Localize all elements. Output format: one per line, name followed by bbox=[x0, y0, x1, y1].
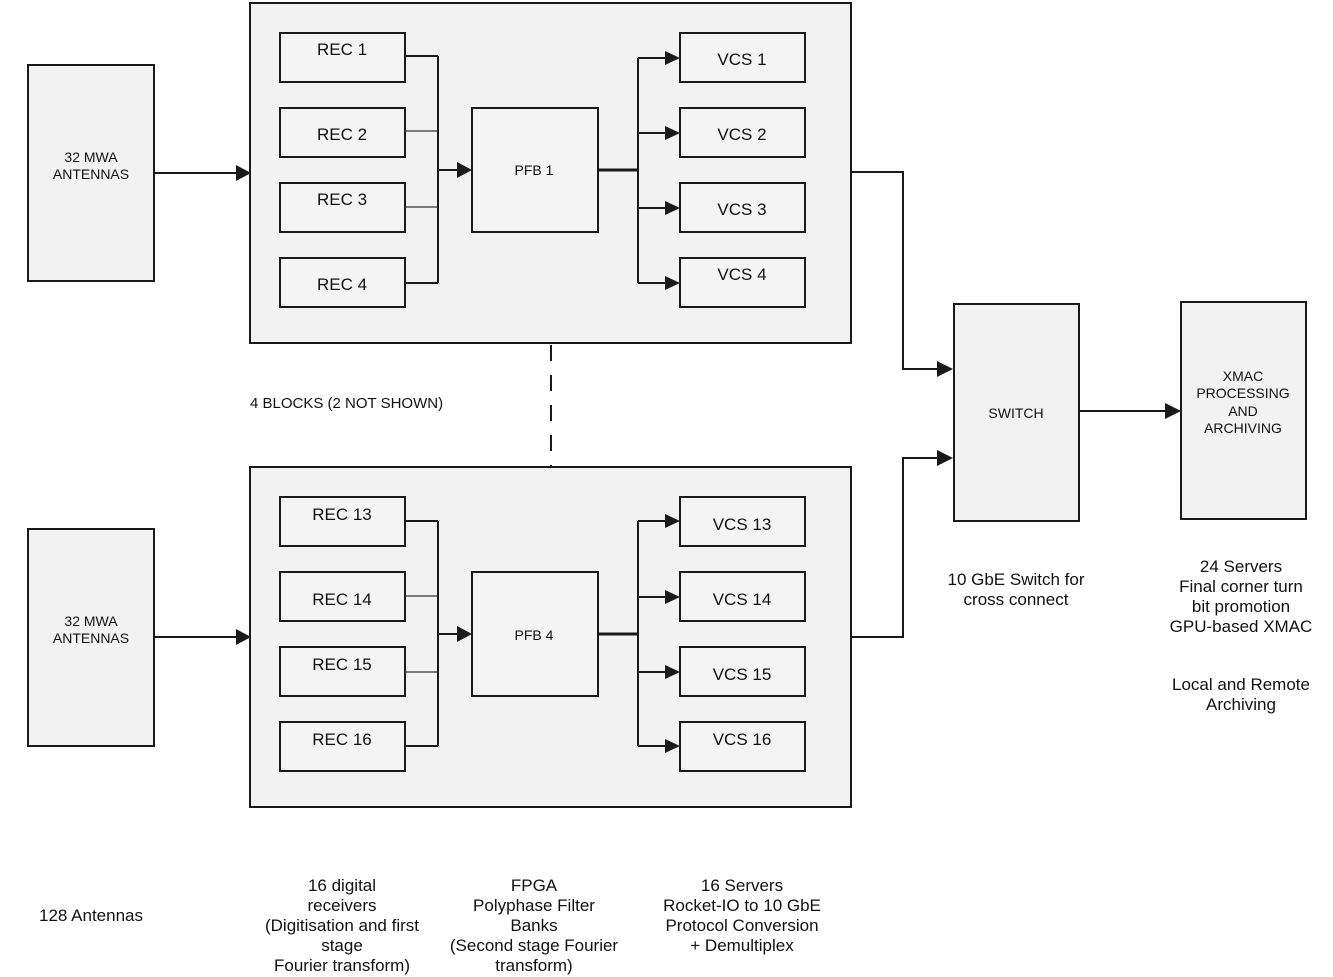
vcs-label: VCS 4 bbox=[717, 265, 766, 284]
antennas-label-top-line2: ANTENNAS bbox=[53, 166, 129, 182]
vcs-box bbox=[679, 182, 806, 233]
xmac-caption-line: Final corner turn bbox=[1179, 577, 1303, 596]
pfb-label: PFB 4 bbox=[515, 627, 554, 643]
switch-box bbox=[953, 303, 1080, 522]
vcs-box bbox=[679, 646, 806, 697]
servers-caption-line: 16 Servers bbox=[701, 876, 783, 895]
arrowhead-icon bbox=[665, 51, 680, 65]
receiver-label: REC 15 bbox=[312, 655, 372, 674]
archiving-caption-line: Local and Remote bbox=[1172, 675, 1310, 694]
receiver-label: REC 2 bbox=[317, 125, 367, 144]
servers-caption-line: Protocol Conversion bbox=[665, 916, 818, 935]
arrowhead-icon bbox=[665, 276, 680, 290]
xmac-box bbox=[1180, 301, 1307, 520]
vcs-label: VCS 1 bbox=[717, 50, 766, 69]
antennas-label-bottom-line2: ANTENNAS bbox=[53, 630, 129, 646]
arrowhead-icon bbox=[457, 626, 472, 642]
fpga-caption-line: transform) bbox=[495, 956, 572, 975]
xmac-label-line: PROCESSING bbox=[1196, 385, 1289, 401]
arrowhead-icon bbox=[236, 165, 251, 181]
arrowhead-icon bbox=[665, 665, 680, 679]
receiver-label: REC 14 bbox=[312, 590, 372, 609]
arrowhead-icon bbox=[457, 162, 472, 178]
receiver-label: REC 1 bbox=[317, 40, 367, 59]
receiver-box bbox=[279, 571, 406, 622]
antennas-caption: 128 Antennas bbox=[39, 906, 143, 925]
vcs-label: VCS 15 bbox=[713, 665, 772, 684]
servers-caption-line: + Demultiplex bbox=[690, 936, 794, 955]
vcs-label: VCS 14 bbox=[713, 590, 772, 609]
receivers-caption-line: (Digitisation and first bbox=[265, 916, 419, 935]
xmac-caption-line: 24 Servers bbox=[1200, 557, 1282, 576]
receiver-label: REC 16 bbox=[312, 730, 372, 749]
receiver-box bbox=[279, 107, 406, 158]
vcs-box bbox=[679, 107, 806, 158]
fpga-caption-line: Polyphase Filter bbox=[473, 896, 595, 915]
block-bottom-to-switch-connector bbox=[851, 457, 938, 638]
blocks-note: 4 BLOCKS (2 NOT SHOWN) bbox=[250, 395, 443, 412]
receiver-box bbox=[279, 646, 406, 697]
xmac-label-line: XMAC bbox=[1223, 368, 1263, 384]
xmac-label-line: ARCHIVING bbox=[1204, 420, 1282, 436]
switch-caption-line: 10 GbE Switch for bbox=[947, 570, 1084, 589]
antennas-box-bottom bbox=[27, 528, 155, 747]
antennas-label-top-line1: 32 MWA bbox=[64, 149, 118, 165]
receiver-label: REC 3 bbox=[317, 190, 367, 209]
fpga-caption-line: Banks bbox=[510, 916, 557, 935]
vcs-box bbox=[679, 32, 806, 83]
vcs-box bbox=[679, 571, 806, 622]
antennas-box-top bbox=[27, 64, 155, 282]
pfb-box bbox=[471, 107, 599, 233]
arrowhead-icon bbox=[937, 361, 953, 377]
arrowhead-icon bbox=[236, 629, 251, 645]
receivers-caption-line: stage bbox=[321, 936, 363, 955]
servers-caption-line: Rocket-IO to 10 GbE bbox=[663, 896, 821, 915]
arrowhead-icon bbox=[665, 201, 680, 215]
receivers-caption-line: 16 digital bbox=[308, 876, 376, 895]
vcs-box bbox=[679, 496, 806, 547]
vcs-label: VCS 2 bbox=[717, 125, 766, 144]
switch-caption-line: cross connect bbox=[964, 590, 1069, 609]
receiver-box bbox=[279, 32, 406, 83]
xmac-caption-line: bit promotion bbox=[1192, 597, 1290, 616]
receiver-label: REC 13 bbox=[312, 505, 372, 524]
receivers-caption-line: Fourier transform) bbox=[274, 956, 410, 975]
receiver-box bbox=[279, 496, 406, 547]
receiver-box bbox=[279, 721, 406, 772]
arrowhead-icon bbox=[665, 590, 680, 604]
arrowhead-icon bbox=[1165, 403, 1181, 419]
vcs-box bbox=[679, 257, 806, 308]
xmac-label-line: AND bbox=[1228, 403, 1258, 419]
arrowhead-icon bbox=[665, 739, 680, 753]
pfb-label: PFB 1 bbox=[515, 162, 554, 178]
archiving-caption-line: Archiving bbox=[1206, 695, 1276, 714]
vcs-label: VCS 13 bbox=[713, 515, 772, 534]
switch-label: SWITCH bbox=[988, 405, 1043, 421]
arrowhead-icon bbox=[937, 450, 953, 466]
vcs-box bbox=[679, 721, 806, 772]
antennas-label-bottom-line1: 32 MWA bbox=[64, 613, 118, 629]
fpga-caption-line: FPGA bbox=[511, 876, 558, 895]
fpga-caption-line: (Second stage Fourier bbox=[450, 936, 619, 955]
receiver-label: REC 4 bbox=[317, 275, 367, 294]
arrowhead-icon bbox=[665, 514, 680, 528]
pfb-box bbox=[471, 571, 599, 697]
xmac-caption-line: GPU-based XMAC bbox=[1170, 617, 1313, 636]
vcs-label: VCS 3 bbox=[717, 200, 766, 219]
vcs-label: VCS 16 bbox=[713, 730, 772, 749]
block-top-to-switch-connector bbox=[851, 171, 938, 370]
arrowhead-icon bbox=[665, 126, 680, 140]
receivers-caption-line: receivers bbox=[308, 896, 377, 915]
